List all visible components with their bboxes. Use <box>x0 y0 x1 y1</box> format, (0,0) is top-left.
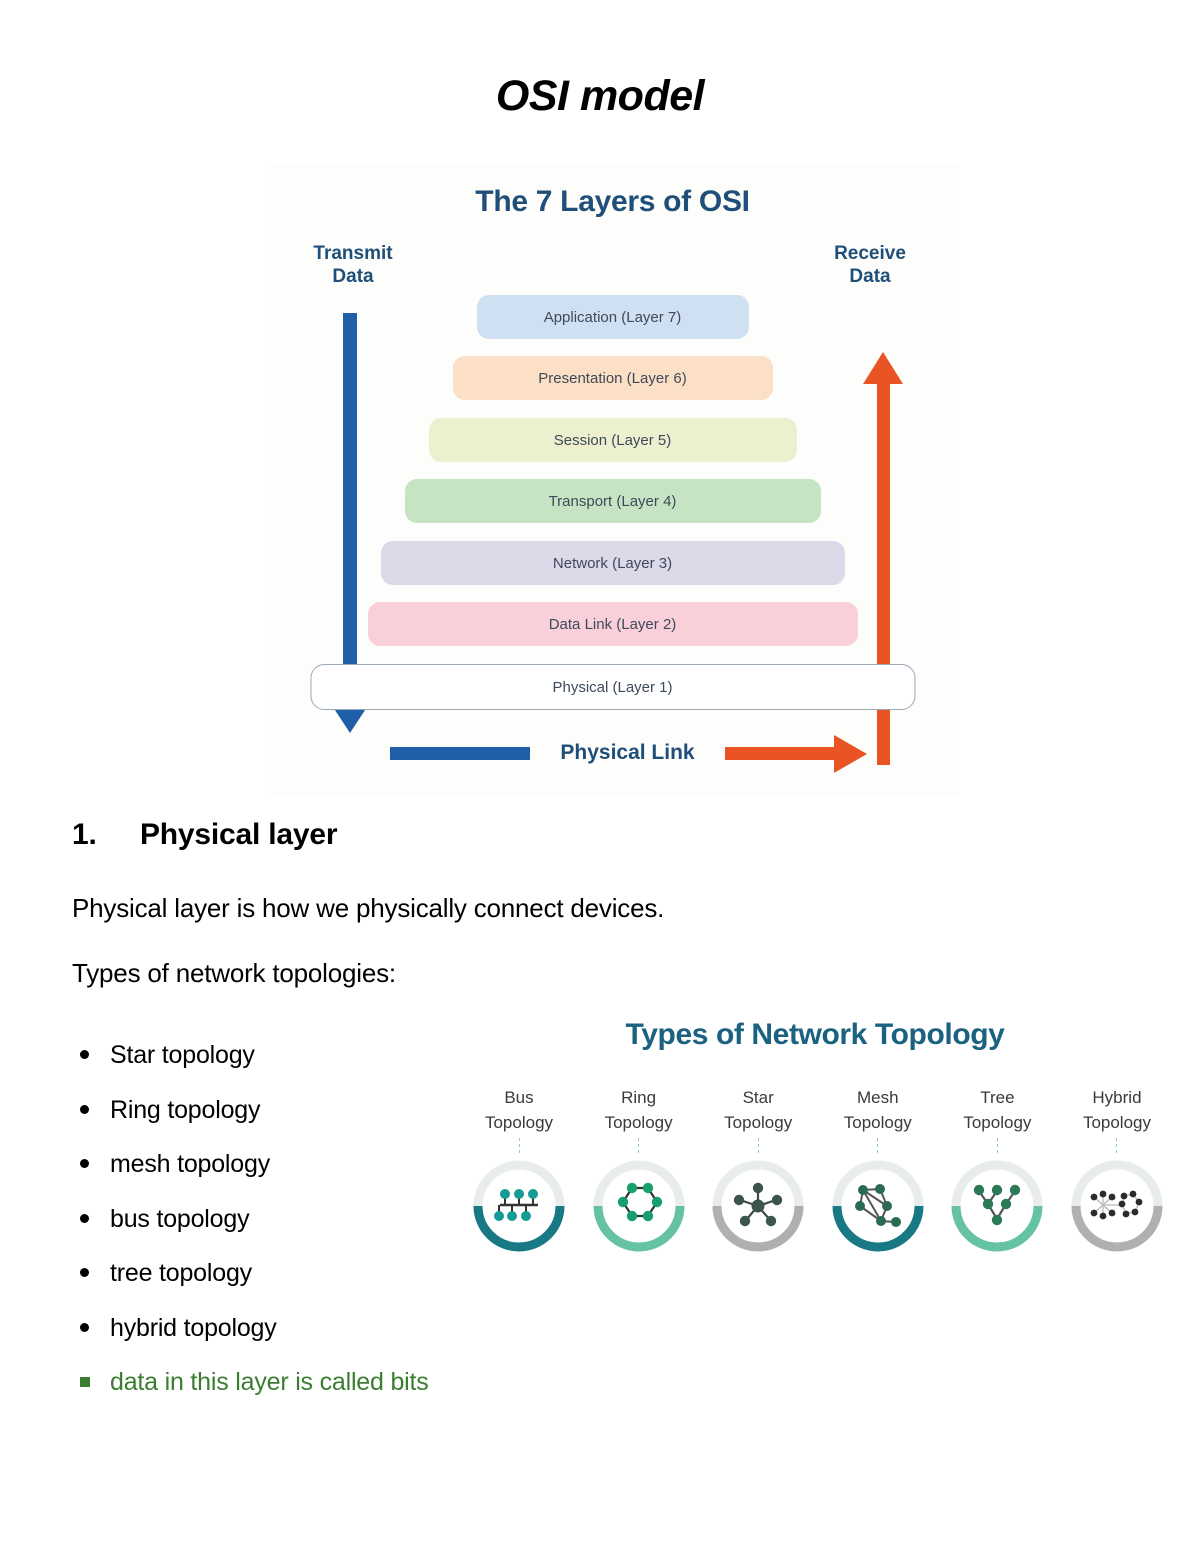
topology-item-hybrid: Hybrid Topology <box>1059 1086 1175 1254</box>
topology-label-line2: Topology <box>724 1112 793 1132</box>
list-item: tree topology <box>72 1246 472 1301</box>
transmit-down-arrow-icon <box>329 313 371 733</box>
topology-item-mesh: Mesh Topology <box>820 1086 936 1254</box>
mesh-topology-icon <box>830 1158 926 1254</box>
osi-layer-stack: Application (Layer 7) Presentation (Laye… <box>265 295 960 710</box>
list-item-highlighted: data in this layer is called bits <box>72 1355 472 1410</box>
topology-item-tree: Tree Topology <box>939 1086 1055 1254</box>
list-item-label: tree topology <box>110 1259 252 1287</box>
list-item: bus topology <box>72 1192 472 1247</box>
list-item-label: Ring topology <box>110 1095 261 1124</box>
bullet-dot-icon <box>80 1050 89 1059</box>
receive-data-line1: Receive <box>834 243 906 264</box>
bullet-dot-icon <box>80 1322 89 1332</box>
receive-data-label: Receive Data <box>805 242 935 288</box>
osi-layer-session: Session (Layer 5) <box>428 418 797 462</box>
osi-layer-physical: Physical (Layer 1) <box>310 664 915 710</box>
section-number: 1. <box>72 818 97 851</box>
topology-label-ring: Ring Topology <box>605 1086 673 1135</box>
tree-topology-icon <box>949 1158 1045 1254</box>
bus-topology-icon <box>471 1158 567 1254</box>
bullet-dot-icon <box>80 1268 89 1277</box>
list-item-label: Star topology <box>110 1041 255 1069</box>
page-title: OSI model <box>495 72 705 120</box>
topology-label-line2: Topology <box>1082 1112 1151 1132</box>
topology-connector-line <box>638 1138 640 1157</box>
bullet-dot-icon <box>80 1213 89 1223</box>
section-heading-text: Physical layer <box>140 818 338 851</box>
network-topology-figure: Types of Network Topology Bus Topology <box>455 1008 1175 1318</box>
topology-label-line1: Mesh <box>856 1088 899 1107</box>
physical-link-blue-bar-icon <box>390 746 531 760</box>
topology-label-line1: Star <box>742 1088 774 1107</box>
osi-figure-heading: The 7 Layers of OSI <box>475 185 750 218</box>
topology-label-bus: Bus Topology <box>485 1086 553 1135</box>
topology-items-row: Bus Topology <box>461 1086 1175 1254</box>
list-item: mesh topology <box>72 1137 472 1192</box>
section-heading-physical-layer: 1. Physical layer <box>72 818 338 852</box>
list-item-label: mesh topology <box>110 1150 270 1178</box>
transmit-data-line2: Data <box>332 266 374 288</box>
list-item-label: hybrid topology <box>110 1313 277 1342</box>
topology-connector-line <box>757 1138 759 1157</box>
paragraph-physical-layer-definition: Physical layer is how we physically conn… <box>72 893 665 923</box>
topology-label-line1: Ring <box>621 1088 657 1107</box>
physical-link-orange-arrow-icon <box>724 734 867 773</box>
physical-link-row: Physical Link <box>265 733 960 773</box>
receive-data-line2: Data <box>849 266 891 288</box>
list-item-label: data in this layer is called bits <box>110 1368 429 1396</box>
topology-label-line1: Hybrid <box>1092 1088 1142 1107</box>
topology-connector-line <box>996 1138 998 1157</box>
topology-item-bus: Bus Topology <box>461 1086 577 1254</box>
transmit-data-label: Transmit Data <box>288 242 418 288</box>
hybrid-topology-icon <box>1069 1158 1165 1254</box>
topology-label-line2: Topology <box>604 1112 673 1132</box>
osi-model-figure: The 7 Layers of OSI Transmit Data Receiv… <box>265 163 960 795</box>
topology-item-ring: Ring Topology <box>581 1086 697 1254</box>
topology-label-hybrid: Hybrid Topology <box>1083 1086 1151 1135</box>
topology-figure-heading: Types of Network Topology <box>625 1018 1005 1051</box>
topology-label-tree: Tree Topology <box>963 1086 1031 1135</box>
bullet-dot-icon <box>80 1104 89 1114</box>
list-item: Ring topology <box>72 1083 472 1138</box>
topology-item-star: Star Topology <box>700 1086 816 1254</box>
osi-layer-transport: Transport (Layer 4) <box>404 479 821 523</box>
topology-label-line1: Bus <box>504 1088 534 1107</box>
topology-label-line2: Topology <box>484 1112 554 1132</box>
topology-label-line2: Topology <box>843 1112 912 1132</box>
list-item-label: bus topology <box>110 1204 250 1233</box>
topology-label-line1: Tree <box>980 1088 1015 1107</box>
star-topology-icon <box>710 1158 806 1254</box>
ring-topology-icon <box>591 1158 687 1254</box>
transmit-data-line1: Transmit <box>313 243 393 264</box>
osi-layer-data-link: Data Link (Layer 2) <box>367 602 858 646</box>
physical-link-label: Physical Link <box>560 741 695 764</box>
topology-label-mesh: Mesh Topology <box>844 1086 912 1135</box>
paragraph-topologies-intro: Types of network topologies: <box>72 958 396 988</box>
topology-label-line2: Topology <box>963 1112 1032 1132</box>
topology-connector-line <box>877 1138 879 1157</box>
bullet-dot-icon <box>80 1159 89 1168</box>
topology-connector-line <box>518 1138 520 1157</box>
topology-connector-line <box>1116 1138 1118 1157</box>
list-item: hybrid topology <box>72 1301 472 1356</box>
topology-bullet-list: Star topology Ring topology mesh topolog… <box>72 1028 472 1410</box>
osi-layer-network: Network (Layer 3) <box>380 541 845 585</box>
bullet-square-icon <box>80 1377 90 1387</box>
osi-layer-application: Application (Layer 7) <box>476 295 749 339</box>
list-item: Star topology <box>72 1028 472 1083</box>
topology-label-star: Star Topology <box>724 1086 792 1135</box>
osi-layer-presentation: Presentation (Layer 6) <box>452 356 773 400</box>
